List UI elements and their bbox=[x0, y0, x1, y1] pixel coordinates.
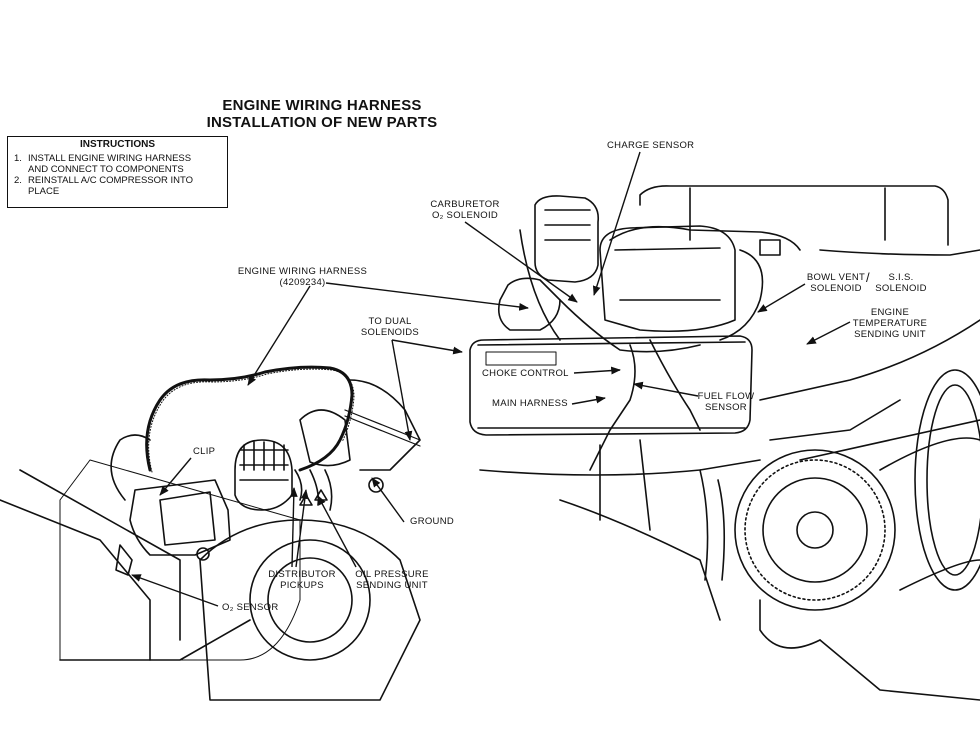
leader-dist-2 bbox=[295, 489, 309, 568]
label-fuel-flow-sensor: FUEL FLOW SENSOR bbox=[690, 391, 762, 413]
o2-bracket bbox=[129, 479, 231, 556]
instruction-step: 1. INSTALL ENGINE WIRING HARNESS AND CON… bbox=[14, 153, 221, 175]
label-line: TEMPERATURE bbox=[852, 318, 928, 329]
label-line: SENSOR bbox=[705, 402, 747, 413]
label-main-harness: MAIN HARNESS bbox=[492, 398, 568, 409]
label-engine-wiring-harness: ENGINE WIRING HARNESS (4209234) bbox=[230, 266, 375, 288]
step-text: INSTALL ENGINE WIRING HARNESS AND CONNEC… bbox=[28, 153, 191, 175]
leader-fuel-flow bbox=[633, 381, 699, 397]
label-line: FUEL FLOW bbox=[697, 391, 755, 402]
leader-charge-sensor bbox=[592, 151, 641, 296]
crank-pulley bbox=[734, 449, 896, 611]
step-number: 1. bbox=[14, 153, 22, 164]
label-oil-pressure-sending-unit: OIL PRESSURE SENDING UNIT bbox=[350, 569, 434, 591]
label-line: (4209234) bbox=[279, 277, 326, 288]
leader-dual-down bbox=[391, 339, 413, 441]
label-line: TO DUAL bbox=[368, 316, 412, 327]
label-o2-sensor: O₂ SENSOR bbox=[222, 602, 279, 613]
leader-choke bbox=[573, 366, 621, 375]
leader-dist-1 bbox=[289, 487, 298, 568]
leader-bowl-vent bbox=[757, 283, 806, 313]
harness-loop bbox=[145, 365, 354, 472]
label-choke-control: CHOKE CONTROL bbox=[482, 368, 569, 379]
label-slash: / bbox=[866, 270, 870, 285]
step-text-line: AND CONNECT TO COMPONENTS bbox=[28, 164, 184, 175]
leader-o2 bbox=[131, 574, 219, 607]
step-text-line: PLACE bbox=[28, 186, 60, 197]
label-engine-temperature-sending-unit: ENGINE TEMPERATURE SENDING UNIT bbox=[848, 307, 932, 340]
diagram-title: ENGINE WIRING HARNESS INSTALLATION OF NE… bbox=[198, 97, 446, 131]
leader-dual-right bbox=[391, 339, 463, 355]
label-carburetor-o2-solenoid: CARBURETOR O₂ SOLENOID bbox=[410, 199, 520, 221]
leader-harness-left bbox=[247, 285, 311, 386]
title-line-1: ENGINE WIRING HARNESS bbox=[222, 97, 422, 114]
step-text-line: INSTALL ENGINE WIRING HARNESS bbox=[28, 153, 192, 164]
label-distributor-pickups: DISTRIBUTOR PICKUPS bbox=[263, 569, 341, 591]
label-line: DISTRIBUTOR bbox=[268, 569, 336, 580]
instructions-heading: INSTRUCTIONS bbox=[80, 139, 155, 150]
label-ground: GROUND bbox=[410, 516, 455, 527]
carburetor bbox=[599, 225, 736, 332]
leader-harness-right bbox=[325, 282, 529, 311]
label-clip: CLIP bbox=[193, 446, 216, 457]
step-text-line: REINSTALL A/C COMPRESSOR INTO bbox=[28, 175, 194, 186]
valve-cover bbox=[469, 335, 753, 436]
label-line: OIL PRESSURE bbox=[355, 569, 429, 580]
label-line: SOLENOID bbox=[810, 283, 862, 294]
label-line: SENDING UNIT bbox=[854, 329, 926, 340]
label-line: O₂ SOLENOID bbox=[431, 210, 499, 221]
label-line: ENGINE WIRING HARNESS bbox=[237, 266, 368, 277]
engine-block-outline bbox=[639, 185, 949, 246]
leader-main bbox=[571, 395, 606, 405]
label-line: SENDING UNIT bbox=[356, 580, 428, 591]
label-line: BOWL VENT bbox=[806, 272, 866, 283]
title-line-2: INSTALLATION OF NEW PARTS bbox=[206, 114, 438, 131]
label-line: PICKUPS bbox=[280, 580, 324, 591]
label-line: CARBURETOR bbox=[430, 199, 500, 210]
label-to-dual-solenoids: TO DUAL SOLENOIDS bbox=[350, 316, 430, 338]
step-text: REINSTALL A/C COMPRESSOR INTO PLACE bbox=[28, 175, 193, 197]
leader-temp bbox=[806, 321, 851, 345]
instructions-box: INSTRUCTIONS 1. INSTALL ENGINE WIRING HA… bbox=[7, 136, 228, 208]
label-line: SOLENOID bbox=[875, 283, 927, 294]
leader-ground bbox=[371, 477, 405, 523]
label-bowl-vent-solenoid: BOWL VENT SOLENOID bbox=[805, 272, 867, 294]
instruction-step: 2. REINSTALL A/C COMPRESSOR INTO PLACE bbox=[14, 175, 221, 197]
leader-oil bbox=[317, 495, 357, 568]
label-line: S.I.S. bbox=[888, 272, 914, 283]
label-line: SOLENOIDS bbox=[360, 327, 420, 338]
leader-carburetor bbox=[464, 221, 578, 303]
step-number: 2. bbox=[14, 175, 22, 186]
label-sis-solenoid: S.I.S. SOLENOID bbox=[872, 272, 930, 294]
distributor-left bbox=[234, 439, 293, 511]
label-line: ENGINE bbox=[870, 307, 910, 318]
leader-clip bbox=[159, 457, 192, 496]
label-charge-sensor: CHARGE SENSOR bbox=[607, 140, 695, 151]
